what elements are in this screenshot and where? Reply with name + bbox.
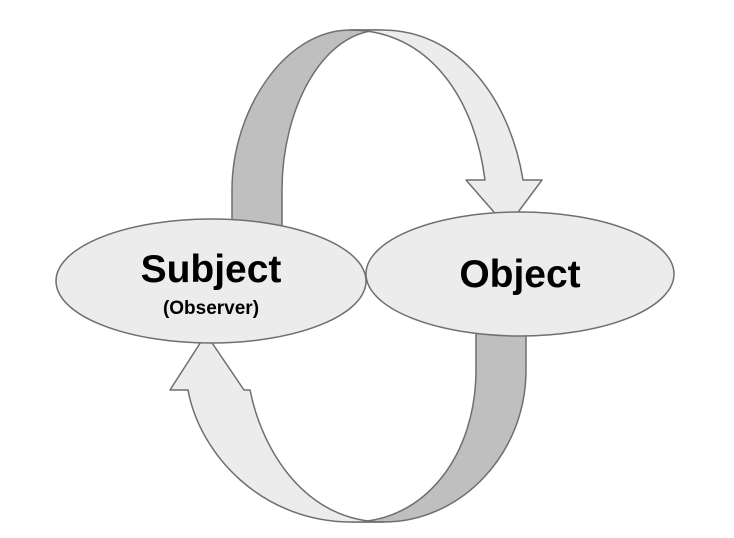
- subject-ellipse: [55, 218, 367, 344]
- subject-label: Subject: [141, 248, 282, 291]
- object-ellipse: [365, 211, 675, 337]
- bottom-arc-arrow: [169, 329, 527, 523]
- top-arc-arrow: [231, 29, 543, 231]
- bottom-arc-dark-band: [351, 329, 527, 523]
- object-label: Object: [459, 253, 580, 296]
- bottom-arc-light-band: [169, 333, 385, 523]
- subject-sublabel: (Observer): [163, 298, 259, 319]
- top-arc-light-band: [349, 29, 543, 228]
- top-arc-dark-band: [231, 29, 383, 231]
